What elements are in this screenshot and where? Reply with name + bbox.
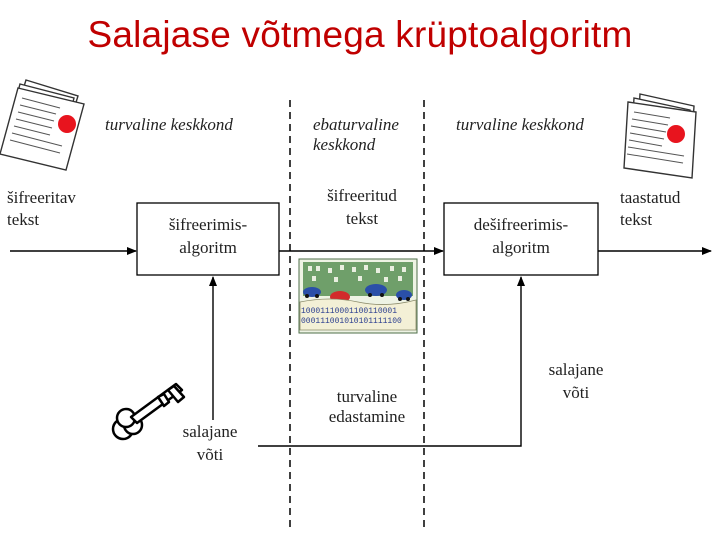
encrypt-box-label-line-2: algoritm — [179, 238, 237, 257]
seal-icon — [58, 115, 76, 133]
car-icon — [303, 287, 321, 298]
decrypt-box-label-line-2: algoritm — [492, 238, 550, 257]
car-icon — [396, 290, 412, 301]
zone-label-secure-right: turvaline keskkond — [456, 115, 584, 134]
encrypt-algorithm-box — [136, 202, 280, 276]
decrypt-box-label-line-1: dešifreerimis- — [473, 215, 569, 234]
seal-icon — [667, 125, 685, 143]
label-secret-key-left-line-2: võti — [196, 445, 224, 464]
label-ciphertext-line-1: šifreeritud — [327, 186, 397, 205]
zone-label-insecure-line-2: keskkond — [313, 135, 376, 154]
insecure-channel-illustration: 10001110001100110001 0001110010101011111… — [298, 258, 418, 334]
zone-label-insecure-line-1: ebaturvaline — [313, 115, 399, 134]
arrow-transmission-to-decrypt — [258, 276, 525, 447]
label-plaintext-output-line-1: taastatud — [620, 188, 681, 207]
label-plaintext-output-line-2: tekst — [620, 210, 653, 229]
decrypt-algorithm-box — [443, 202, 599, 276]
label-plaintext-input-line-2: tekst — [7, 210, 40, 229]
label-secret-key-right-line-2: võti — [562, 383, 590, 402]
binary-stream-line-2: 000111001010101111100 — [301, 317, 402, 326]
label-secure-transmission-line-2: edastamine — [328, 407, 406, 426]
label-secret-key-left-line-1: salajane — [182, 422, 238, 441]
label-ciphertext-line-2: tekst — [345, 209, 379, 228]
key-icon — [111, 382, 186, 441]
label-secret-key-right-line-1: salajane — [548, 360, 604, 379]
label-plaintext-input-line-1: šifreeritav — [7, 188, 76, 207]
label-secure-transmission-line-1: turvaline — [336, 387, 398, 406]
encrypt-box-label-line-1: šifreerimis- — [168, 215, 248, 234]
car-icon — [365, 284, 387, 297]
document-icon-left — [0, 79, 85, 171]
zone-label-secure-left: turvaline keskkond — [105, 115, 233, 134]
document-icon-right — [623, 93, 697, 179]
page-title: Salajase võtmega krüptoalgoritm — [87, 14, 633, 55]
binary-stream-line-1: 10001110001100110001 — [301, 307, 397, 316]
